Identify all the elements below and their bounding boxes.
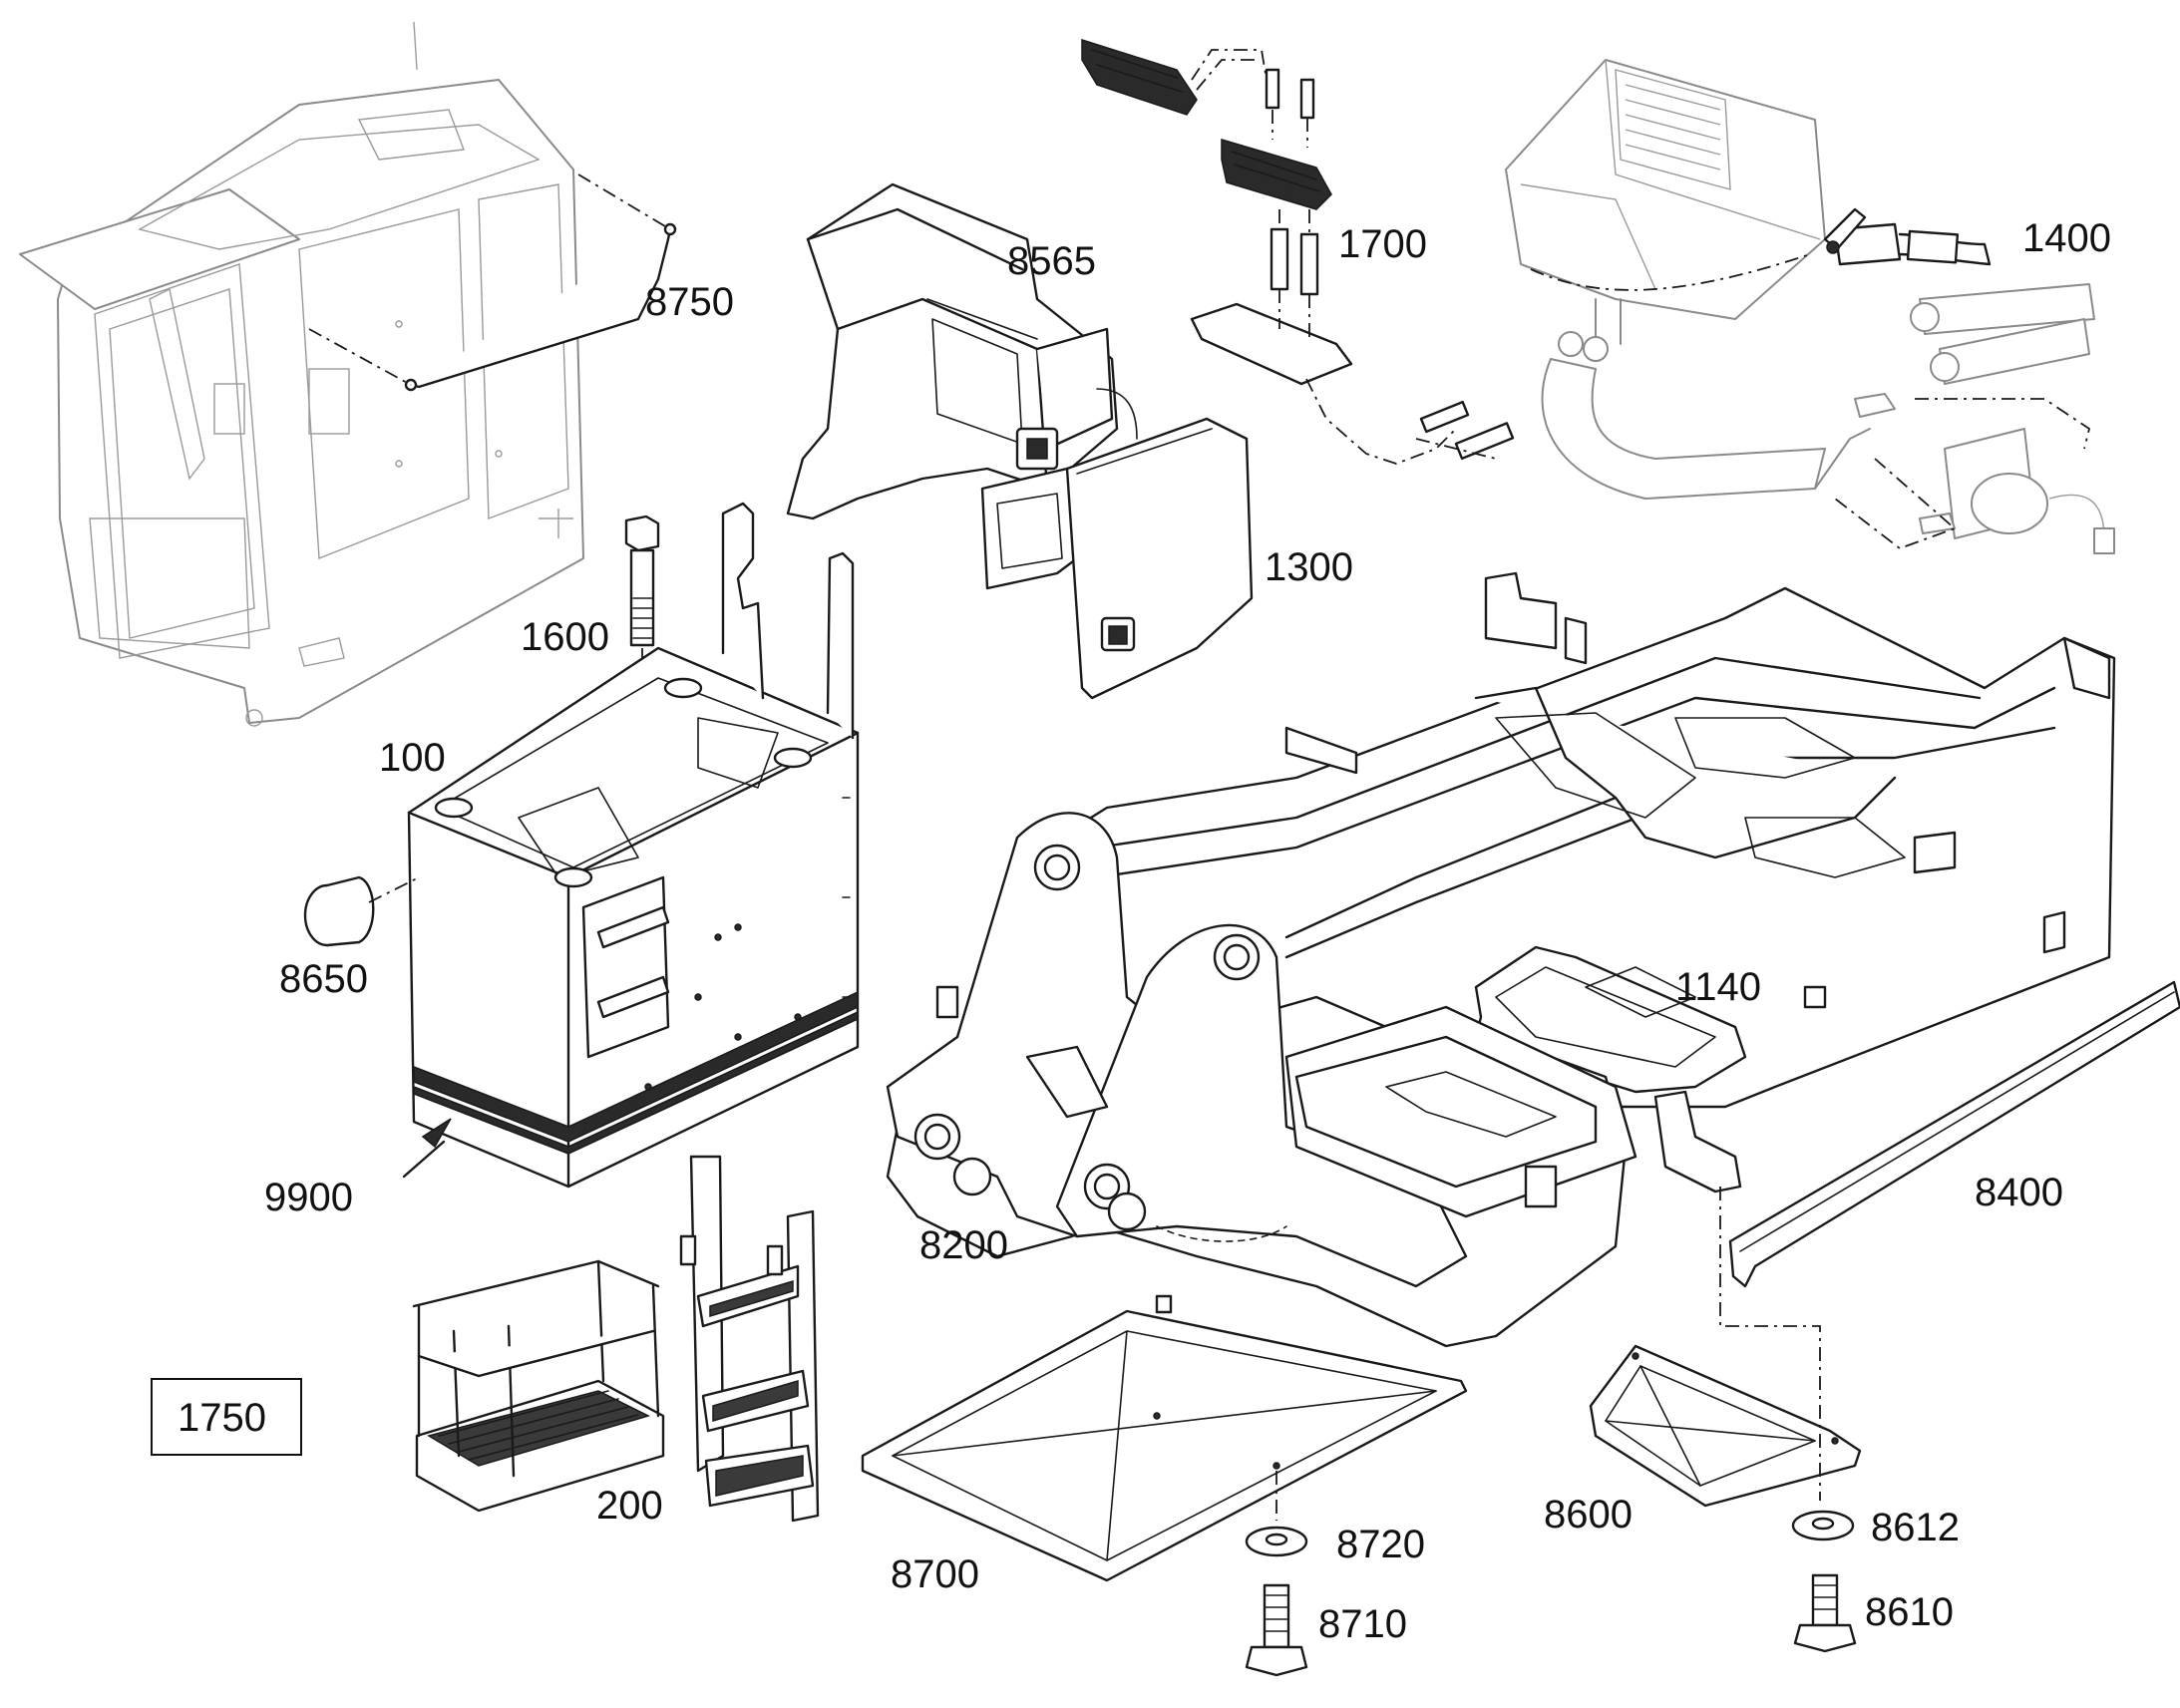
bolt-1600 [624, 514, 660, 698]
bottom-cover-8600 [1589, 1344, 1862, 1508]
label-1600: 1600 [521, 615, 609, 659]
washer-8612 [1791, 1510, 1855, 1541]
boom-mount-8200 [886, 812, 1637, 1348]
dash-8612 [1719, 1187, 1821, 1501]
bottom-cover-8700 [861, 1309, 1468, 1582]
side-console [786, 182, 1138, 590]
label-8612: 8612 [1871, 1506, 1960, 1549]
ballast-box [407, 502, 860, 1189]
cab-handrail [308, 173, 677, 392]
label-1300: 1300 [1265, 545, 1353, 589]
bolt-8710 [1245, 1583, 1308, 1677]
access-platform [412, 1155, 820, 1523]
label-8610: 8610 [1865, 1590, 1954, 1634]
operator-cab [19, 21, 584, 727]
label-8400: 8400 [1975, 1171, 2063, 1214]
reference-box-1750 [151, 1378, 302, 1456]
label-8710: 8710 [1318, 1602, 1407, 1646]
label-8700: 8700 [891, 1552, 979, 1596]
label-1140: 1140 [1675, 965, 1761, 1009]
label-100: 100 [379, 736, 446, 780]
label-8650: 8650 [279, 957, 368, 1001]
label-1750: 1750 [178, 1396, 266, 1440]
wire-harness [1823, 207, 1992, 266]
bolt-8610 [1793, 1573, 1857, 1653]
label-8720: 8720 [1336, 1523, 1425, 1566]
heater-unit [1505, 59, 2115, 554]
console-door [1065, 417, 1254, 700]
washer-8720 [1245, 1526, 1308, 1557]
label-8600: 8600 [1544, 1493, 1633, 1537]
label-8750: 8750 [645, 280, 734, 324]
arrow-9900 [402, 1118, 452, 1179]
label-9900: 9900 [264, 1176, 353, 1219]
label-1400: 1400 [2022, 216, 2111, 260]
side-rail-8400 [1728, 980, 2180, 1288]
label-200: 200 [596, 1484, 663, 1528]
plug-8650 [303, 875, 420, 947]
relay-strip-assembly [1081, 38, 1515, 465]
label-8200: 8200 [919, 1223, 1008, 1267]
label-8565: 8565 [1007, 239, 1096, 283]
label-1700: 1700 [1338, 222, 1427, 266]
